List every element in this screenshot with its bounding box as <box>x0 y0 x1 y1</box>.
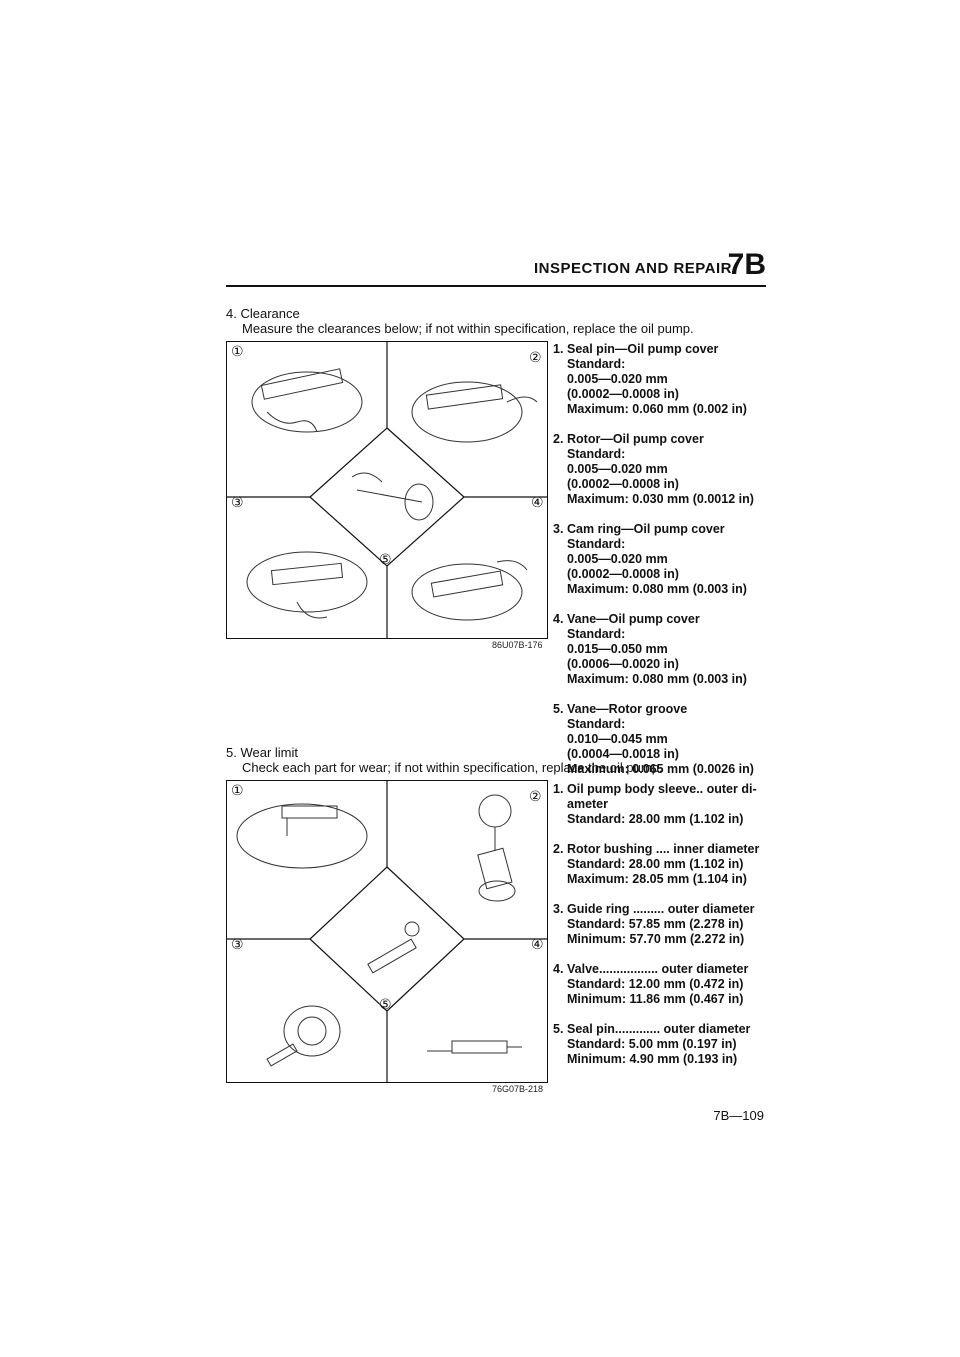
marker-1: ① <box>231 782 244 798</box>
page-header: INSPECTION AND REPAIR 7B <box>226 248 766 288</box>
marker-3: ③ <box>231 936 244 952</box>
clearance-figure: ① ② ③ ④ ⑤ <box>226 341 548 639</box>
clearance-illustration: ① ② ③ ④ ⑤ <box>227 342 547 638</box>
marker-5: ⑤ <box>379 996 392 1012</box>
list-item: 4.Valve................. outer diameter … <box>553 962 749 1006</box>
section-4-title: 4. Clearance <box>226 306 300 321</box>
list-item: 5.Seal pin............. outer diameter S… <box>553 1022 751 1066</box>
wear-limit-illustration: ① ② ③ ④ ⑤ <box>227 781 547 1082</box>
marker-4: ④ <box>531 936 544 952</box>
item-heading: Vane—Rotor groove <box>567 702 688 716</box>
item-heading: Valve................. outer diameter <box>567 962 749 976</box>
section-5-intro: Check each part for wear; if not within … <box>242 760 663 775</box>
clearance-list: 1.Seal pin—Oil pump cover Standard: 0.00… <box>553 342 773 792</box>
marker-2: ② <box>529 349 542 365</box>
figure-code: 76G07B-218 <box>492 1084 544 1094</box>
marker-1: ① <box>231 343 244 359</box>
list-item: 2.Rotor—Oil pump cover Standard: 0.005—0… <box>553 432 754 506</box>
list-item: 3.Guide ring ......... outer diameter St… <box>553 902 755 946</box>
item-heading: Cam ring—Oil pump cover <box>567 522 725 536</box>
figure-code: 86U07B-176 <box>492 640 543 650</box>
item-heading: Oil pump body sleeve.. outer di- <box>567 782 757 796</box>
marker-3: ③ <box>231 494 244 510</box>
item-heading: Rotor bushing .... inner diameter <box>567 842 760 856</box>
list-item: 1.Oil pump body sleeve.. outer di- amete… <box>553 782 757 826</box>
list-item: 5.Vane—Rotor groove Standard: 0.010—0.04… <box>553 702 754 776</box>
section-5-title: 5. Wear limit <box>226 745 298 760</box>
list-item: 3.Cam ring—Oil pump cover Standard: 0.00… <box>553 522 747 596</box>
item-heading: Guide ring ......... outer diameter <box>567 902 755 916</box>
item-heading: Seal pin—Oil pump cover <box>567 342 719 356</box>
header-title: INSPECTION AND REPAIR <box>533 260 732 277</box>
section-4-intro: Measure the clearances below; if not wit… <box>242 321 694 336</box>
item-heading: Rotor—Oil pump cover <box>567 432 704 446</box>
wear-limit-list: 1.Oil pump body sleeve.. outer di- amete… <box>553 782 773 1082</box>
page-number: 7B—109 <box>713 1108 764 1123</box>
marker-5: ⑤ <box>379 551 392 567</box>
header-rule <box>226 285 766 287</box>
item-heading: Vane—Oil pump cover <box>567 612 700 626</box>
marker-2: ② <box>529 788 542 804</box>
chapter-number: 7B <box>727 248 766 281</box>
wear-limit-figure: ① ② ③ ④ ⑤ <box>226 780 548 1083</box>
list-item: 1.Seal pin—Oil pump cover Standard: 0.00… <box>553 342 747 416</box>
list-item: 4.Vane—Oil pump cover Standard: 0.015—0.… <box>553 612 747 686</box>
item-heading: Seal pin............. outer diameter <box>567 1022 751 1036</box>
marker-4: ④ <box>531 494 544 510</box>
list-item: 2.Rotor bushing .... inner diameter Stan… <box>553 842 760 886</box>
